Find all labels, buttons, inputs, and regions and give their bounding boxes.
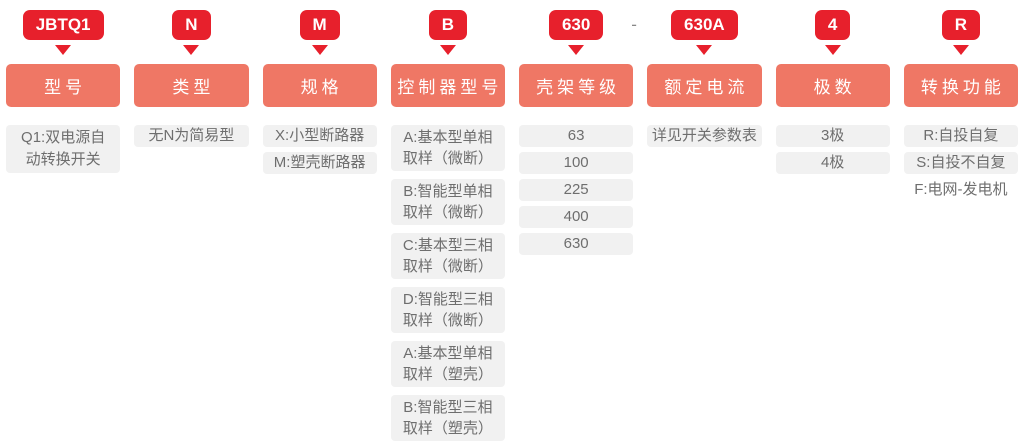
option-item: X:小型断路器 — [262, 125, 377, 147]
option-list: A:基本型单相 取样（微断） B:智能型单相 取样（微断） C:基本型三相 取样（微… — [390, 125, 505, 441]
option-list: 详见开关参数表 — [647, 125, 762, 147]
option-list: R:自投自复 S:自投不自复 F:电网-发电机 — [903, 125, 1018, 201]
code-badge-row: M — [263, 10, 377, 40]
arrow-down-icon — [568, 45, 585, 55]
category-header: 类型 — [134, 64, 249, 107]
option-item: F:电网-发电机 — [914, 181, 1008, 198]
arrow-down-icon — [824, 45, 841, 55]
code-badge: 4 — [814, 10, 851, 40]
option-list: 63 100 225 400 630 — [519, 125, 634, 255]
code-badge-row: B — [391, 10, 505, 40]
category-header: 极数 — [775, 64, 890, 107]
option-item: 详见开关参数表 — [647, 125, 762, 147]
category-header: 转换功能 — [903, 64, 1018, 107]
option-item: 630 — [519, 233, 634, 255]
code-badge-row: - 630A — [631, 10, 761, 40]
code-badge: JBTQ1 — [22, 10, 104, 40]
category-header: 型号 — [6, 64, 121, 107]
code-badge: R — [941, 10, 981, 40]
column-B: B 控制器型号 A:基本型单相 取样（微断） B:智能型单相 取样（微断） C:基本… — [390, 10, 505, 441]
option-list: X:小型断路器 M:塑壳断路器 — [262, 125, 377, 174]
option-item: A:基本型单相 取样（塑壳） — [390, 341, 505, 387]
code-badge-row: 4 — [776, 10, 890, 40]
code-badge: M — [299, 10, 340, 40]
code-badge-row: R — [904, 10, 1018, 40]
arrow-down-icon — [952, 45, 969, 55]
arrow-down-icon — [439, 45, 456, 55]
option-item: R:自投自复 — [903, 125, 1018, 147]
option-item: 63 — [519, 125, 634, 147]
code-separator: - — [631, 15, 637, 34]
code-badge-row: 630 — [519, 10, 633, 40]
option-item: C:基本型三相 取样（微断） — [390, 233, 505, 279]
category-header: 额定电流 — [647, 64, 762, 107]
arrow-down-icon — [183, 45, 200, 55]
column-N: N 类型 无N为简易型 — [134, 10, 249, 441]
option-list: Q1:双电源自 动转换开关 — [6, 125, 121, 173]
arrow-down-icon — [696, 45, 713, 55]
option-item: Q1:双电源自 动转换开关 — [6, 125, 121, 173]
category-header: 壳架等级 — [519, 64, 634, 107]
option-item: 225 — [519, 179, 634, 201]
code-badge: N — [172, 10, 211, 40]
category-header: 规格 — [262, 64, 377, 107]
code-badge: 630 — [548, 10, 604, 40]
option-item: 400 — [519, 206, 634, 228]
option-item: S:自投不自复 — [903, 152, 1018, 174]
option-item: 3极 — [775, 125, 890, 147]
option-item: B:智能型单相 取样（微断） — [390, 179, 505, 225]
code-badge: 630A — [671, 10, 738, 40]
code-badge: B — [428, 10, 468, 40]
code-badge-row: N — [134, 10, 248, 40]
code-badge-row: JBTQ1 — [6, 10, 120, 40]
option-item: M:塑壳断路器 — [262, 152, 377, 174]
arrow-down-icon — [55, 45, 72, 55]
column-JBTQ1: JBTQ1 型号 Q1:双电源自 动转换开关 — [6, 10, 121, 441]
option-item: 100 — [519, 152, 634, 174]
column-630: 630 壳架等级 63 100 225 400 630 — [519, 10, 634, 441]
column-R: R 转换功能 R:自投自复 S:自投不自复 F:电网-发电机 — [903, 10, 1018, 441]
option-item: 4极 — [775, 152, 890, 174]
column-630A: - 630A 额定电流 详见开关参数表 — [631, 10, 762, 441]
option-item: A:基本型单相 取样（微断） — [390, 125, 505, 171]
arrow-down-icon — [311, 45, 328, 55]
option-item: B:智能型三相 取样（塑壳） — [390, 395, 505, 441]
option-list: 无N为简易型 — [134, 125, 249, 147]
option-item: 无N为简易型 — [134, 125, 249, 147]
category-header: 控制器型号 — [390, 64, 505, 107]
option-item: D:智能型三相 取样（微断） — [390, 287, 505, 333]
column-M: M 规格 X:小型断路器 M:塑壳断路器 — [262, 10, 377, 441]
